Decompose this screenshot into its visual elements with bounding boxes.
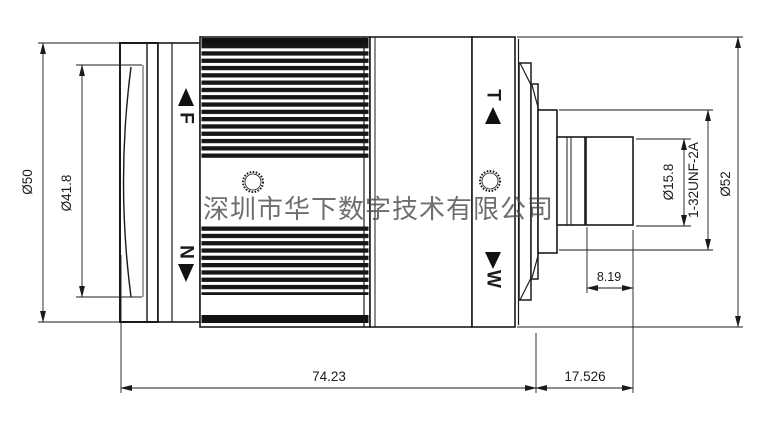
rear-mount <box>517 39 634 325</box>
rear-thread-barrel <box>556 136 634 226</box>
mount-flange-1 <box>518 62 532 301</box>
dim-mount-thread: 1-32UNF-2A <box>559 109 713 251</box>
zoom-drum-outline <box>369 36 473 328</box>
flange1-bottom-chamfer <box>519 277 532 301</box>
knurl-bottom-edge-band <box>201 315 369 323</box>
mount-flange-2 <box>530 83 539 280</box>
dim-body-length: 74.23 <box>120 255 537 393</box>
dim-label-front-inner-diameter: Ø41.8 <box>59 175 74 212</box>
focus-marker-band: F N <box>157 42 201 323</box>
focus-band-outline <box>157 42 201 323</box>
focus-set-screw-inner <box>244 173 262 191</box>
company-watermark: 深圳市华下数字技术有限公司 <box>203 194 554 224</box>
front-lens-surface-arc <box>122 66 132 298</box>
dim-rear-barrel-diameter: Ø15.8 <box>636 138 691 227</box>
dim-max-body-diameter: Ø52 <box>517 36 743 328</box>
dim-flange-back-distance: 17.526 <box>535 230 634 393</box>
zoom-tele-arrow-icon <box>485 107 501 124</box>
dim-front-outer-diameter: Ø50 <box>20 42 177 323</box>
dimensions: Ø50 Ø41.8 Ø15.8 1-32UNF-2A Ø <box>20 36 743 393</box>
dim-label-max-body-diameter: Ø52 <box>718 171 733 197</box>
knurl-ribs-lower <box>201 224 369 295</box>
flange1-top-chamfer <box>519 62 532 86</box>
focus-far-label: F <box>176 112 197 124</box>
zoom-wide-label: W <box>483 270 504 288</box>
dim-label-front-outer-diameter: Ø50 <box>20 169 35 195</box>
mount-locating-ring <box>537 109 558 254</box>
focus-near-label: N <box>176 245 197 259</box>
zoom-band-outline <box>471 36 516 328</box>
knurl-top-edge-band <box>201 38 369 44</box>
focus-knurled-ring <box>199 36 371 328</box>
zoom-tele-label: T <box>483 89 504 101</box>
zoom-wide-arrow-icon <box>485 252 501 269</box>
zoom-set-screw-icon <box>479 170 501 192</box>
dim-front-inner-diameter: Ø41.8 <box>59 64 142 298</box>
zoom-marker-band: T W <box>471 36 516 328</box>
front-barrel-outline <box>119 42 159 323</box>
zoom-drum <box>369 36 473 328</box>
focus-set-screw-icon <box>242 171 264 193</box>
flange2-top-chamfer <box>531 84 540 112</box>
dim-label-rear-barrel-diameter: Ø15.8 <box>661 164 676 201</box>
dim-label-flange-back-distance: 17.526 <box>564 369 605 384</box>
lens-body: F N T W <box>119 36 634 328</box>
focus-near-arrow-icon <box>178 264 194 282</box>
front-barrel <box>119 42 159 323</box>
dim-label-mount-thread: 1-32UNF-2A <box>686 142 701 218</box>
zoom-set-screw-inner <box>481 172 499 190</box>
flange2-bottom-chamfer <box>531 251 540 279</box>
knurl-ribs-upper <box>201 44 369 160</box>
focus-far-arrow-icon <box>178 88 194 106</box>
dim-label-body-length: 74.23 <box>312 369 346 384</box>
dim-label-rear-thread-length: 8.19 <box>597 270 621 284</box>
dim-rear-thread-length: 8.19 <box>586 227 634 293</box>
